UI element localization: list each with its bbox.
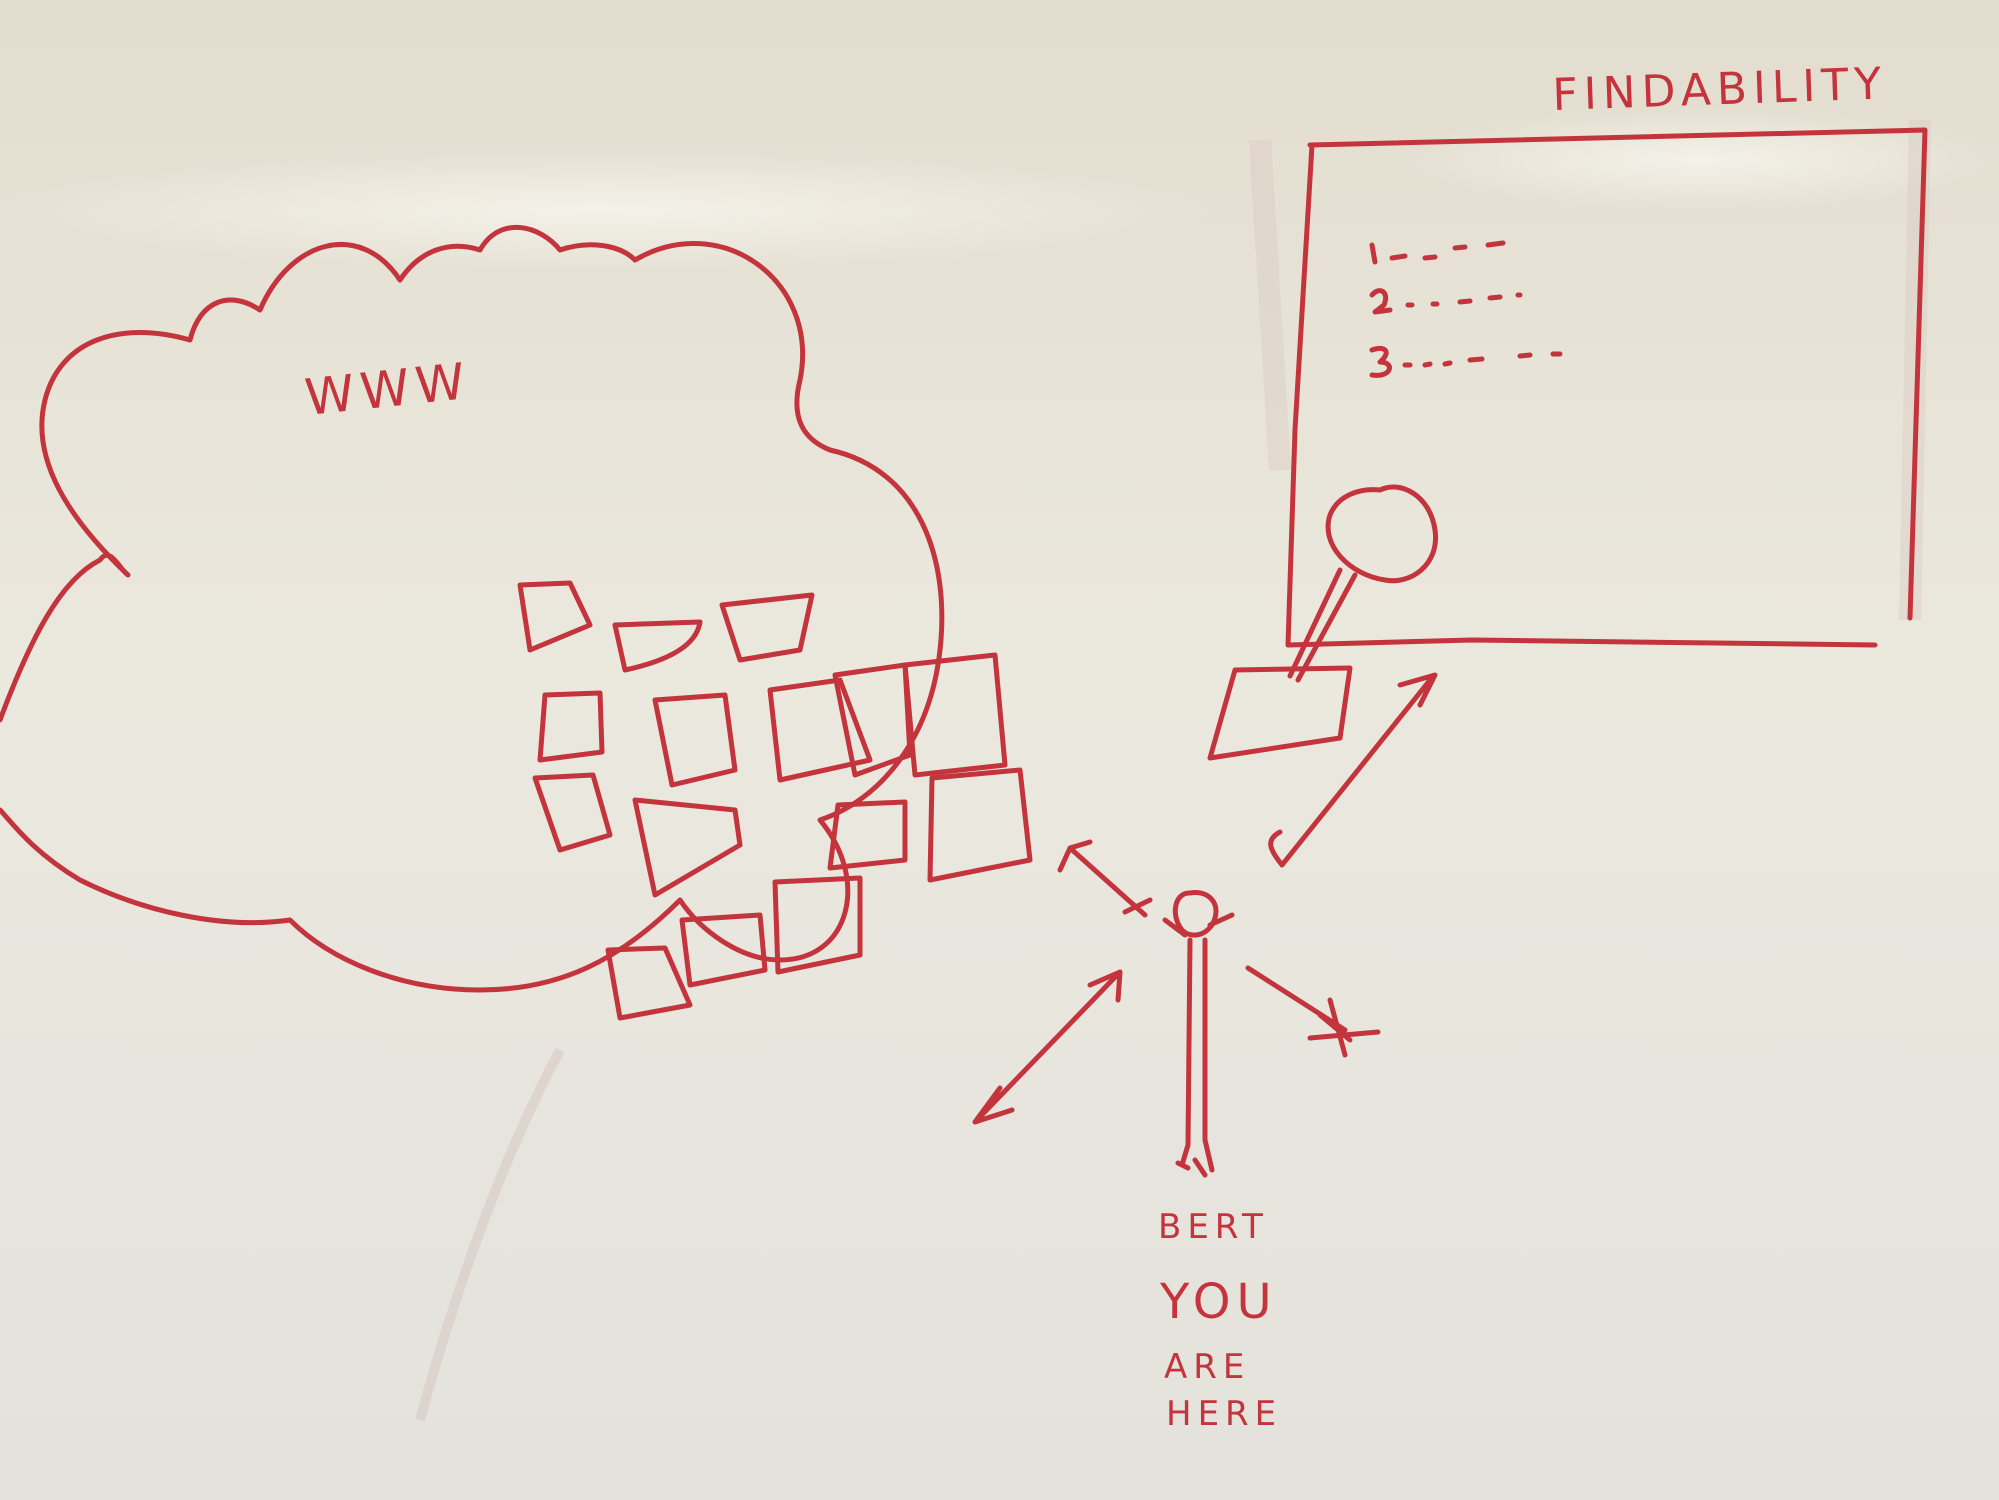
search-results-screen (1285, 127, 1928, 648)
page-note (652, 692, 738, 788)
page-note (532, 772, 613, 853)
person-figure (1162, 889, 1235, 1178)
smudge-mark (415, 1047, 565, 1422)
page-note (827, 799, 908, 871)
search-box (1207, 665, 1353, 761)
light-glare (0, 150, 1220, 270)
arrow-lower-right (1245, 965, 1381, 1058)
page-note (632, 797, 743, 898)
page-note (605, 945, 693, 1021)
marker-strokes (0, 127, 1928, 1178)
www-cloud (0, 224, 945, 993)
page-note (679, 912, 768, 988)
person-name: BERT (1158, 1207, 1269, 1247)
you-are-here-line-2: ARE (1164, 1347, 1250, 1387)
arrow-to-search (1268, 672, 1438, 868)
page-note (517, 580, 593, 653)
page-note (612, 619, 703, 673)
page-note (719, 592, 815, 663)
findability-title: FINDABILITY (1552, 58, 1888, 121)
arrow-to-pages (1057, 839, 1153, 918)
page-note (537, 690, 605, 763)
result-list-marks (1369, 240, 1563, 378)
light-glare-right (1400, 110, 1999, 210)
page-note (832, 662, 913, 778)
page-note (902, 652, 1008, 778)
page-note (772, 875, 863, 975)
page-note (927, 767, 1033, 883)
page-note (767, 677, 873, 783)
arrow-lower-left (972, 969, 1123, 1125)
you-are-here-line-3: HERE (1166, 1394, 1282, 1434)
you-are-here-line-1: YOU (1159, 1274, 1278, 1330)
magnifier-icon (1287, 484, 1438, 683)
